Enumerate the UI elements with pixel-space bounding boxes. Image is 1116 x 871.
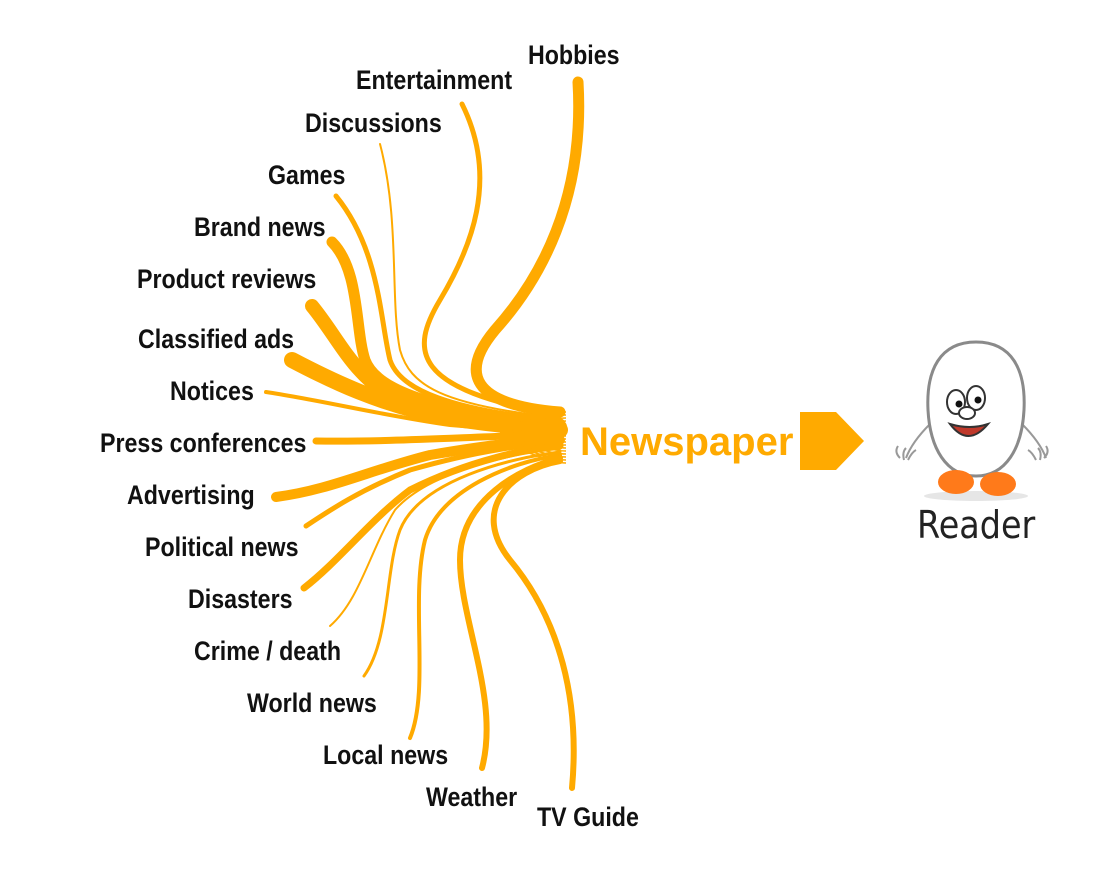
stream-discussions <box>379 143 561 419</box>
topic-label-entertainment: Entertainment <box>356 65 513 95</box>
topic-label-weather: Weather <box>426 782 517 812</box>
topic-label-games: Games <box>268 160 345 190</box>
stream-hobbies <box>470 76 585 418</box>
stream-fan-line <box>499 433 567 437</box>
reader-label: Reader <box>917 504 1036 548</box>
hub-label: Newspaper <box>580 420 793 464</box>
stream-fan-line <box>499 423 567 431</box>
stream-notices <box>264 390 562 435</box>
stream-fan-line <box>499 432 567 435</box>
topic-label-disasters: Disasters <box>188 584 293 614</box>
topic-label-local-news: Local news <box>323 740 448 770</box>
topic-label-press-conferences: Press conferences <box>100 428 306 458</box>
topic-label-crime-death: Crime / death <box>194 636 341 666</box>
right-arrow-icon <box>800 412 864 470</box>
stream-fan-line <box>499 437 567 446</box>
reader-mascot-icon <box>895 340 1049 501</box>
stream-fan-line <box>499 443 567 461</box>
stream-world-news <box>362 450 562 678</box>
topic-label-product-reviews: Product reviews <box>137 264 316 294</box>
stream-fan-line <box>499 426 567 432</box>
stream-fan-line <box>499 444 567 464</box>
stream-fan-line <box>499 414 567 428</box>
topic-label-advertising: Advertising <box>127 480 255 510</box>
stream-fan-line <box>499 438 567 449</box>
topic-label-world-news: World news <box>247 688 377 718</box>
stream-fan-line <box>499 442 567 458</box>
topic-label-classified-ads: Classified ads <box>138 324 294 354</box>
topic-label-hobbies: Hobbies <box>528 40 620 70</box>
stream-fan-line <box>499 440 567 452</box>
stream-disasters <box>300 442 564 592</box>
topic-label-political-news: Political news <box>145 532 299 562</box>
stream-fan-line <box>499 420 567 430</box>
stream-fan-line <box>499 435 567 440</box>
topic-streams <box>264 76 585 791</box>
topic-label-discussions: Discussions <box>305 108 442 138</box>
topic-label-brand-news: Brand news <box>194 212 326 242</box>
topic-label-tv-guide: TV Guide <box>537 802 639 832</box>
stream-fan-line <box>499 417 567 429</box>
stream-fan-line <box>499 429 567 434</box>
stream-classified-ads <box>284 352 568 438</box>
stream-fan-line <box>499 441 567 455</box>
stream-entertainment <box>421 101 563 418</box>
stream-tv-guide <box>490 458 577 791</box>
stream-fan-line <box>499 411 567 426</box>
stream-local-news <box>408 453 562 740</box>
stream-crime-death <box>329 448 561 627</box>
stream-fan-line <box>499 436 567 443</box>
topic-labels: HobbiesEntertainmentDiscussionsGamesBran… <box>100 40 639 832</box>
topic-label-notices: Notices <box>170 376 254 406</box>
